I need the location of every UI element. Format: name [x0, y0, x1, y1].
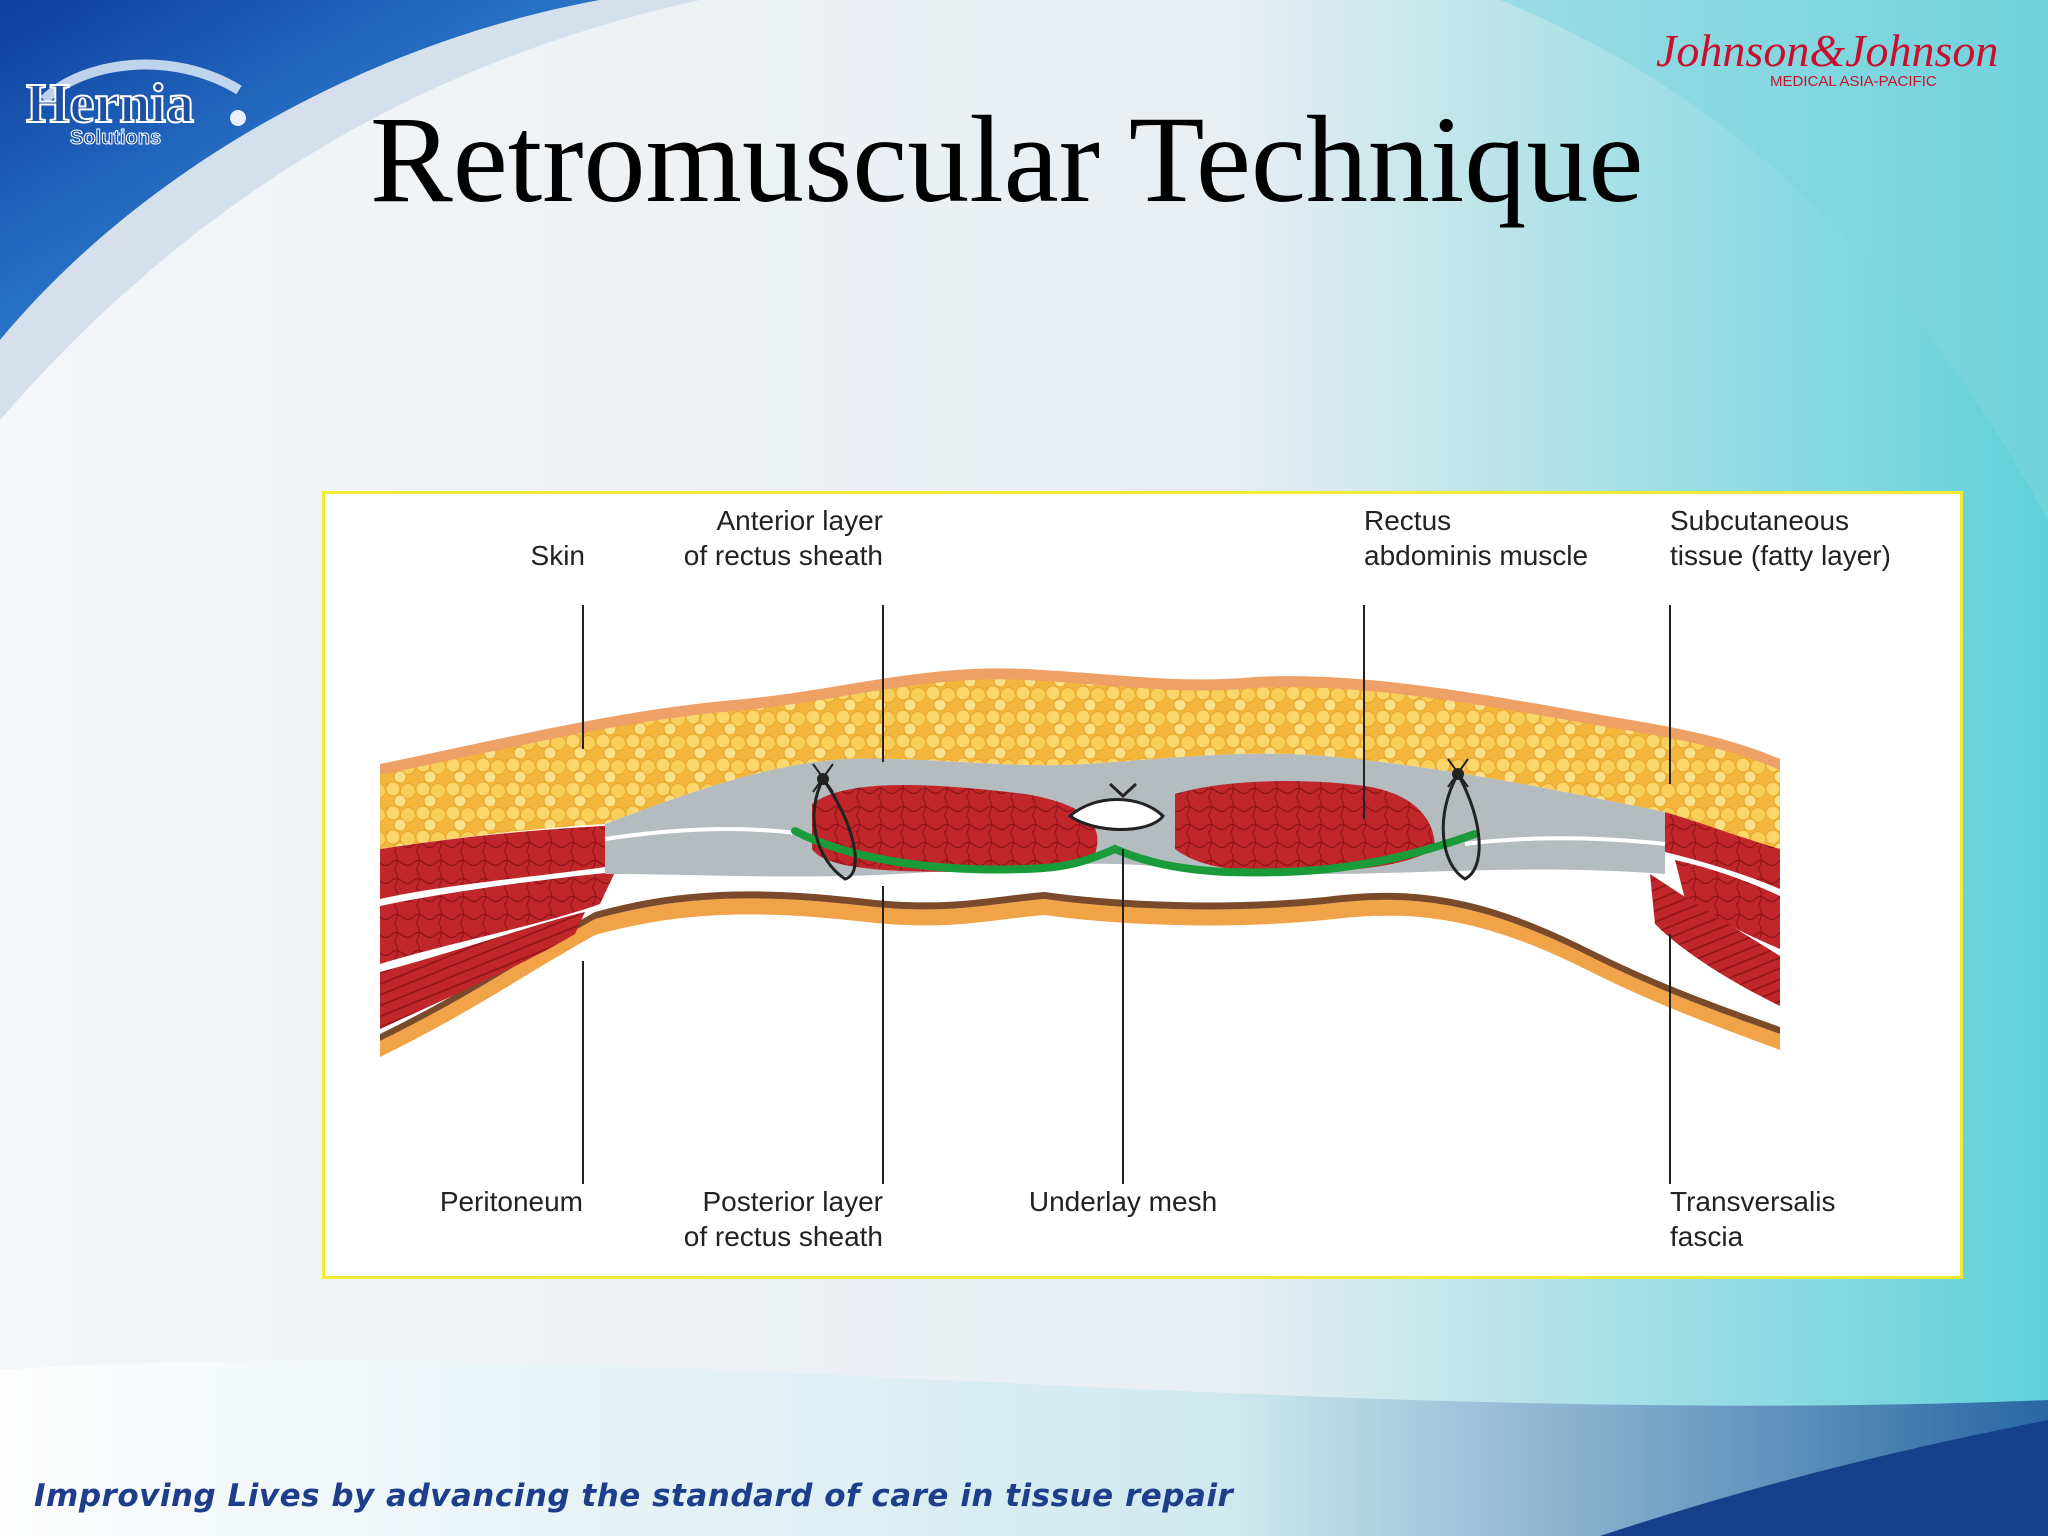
label-transversalis-fascia: Transversalis fascia: [1670, 1186, 1836, 1252]
slide-tagline: Improving Lives by advancing the standar…: [34, 1478, 1234, 1514]
johnson-and-johnson-logo: Johnson&Johnson MEDICAL ASIA-PACIFIC: [1656, 25, 1998, 90]
label-underlay-mesh: Underlay mesh: [1028, 1186, 1218, 1217]
svg-text:Johnson&Johnson: Johnson&Johnson: [1656, 25, 1998, 76]
svg-text:Solutions: Solutions: [70, 127, 161, 149]
label-posterior-layer: Posterior layer of rectus sheath: [683, 1186, 883, 1252]
label-skin: Skin: [530, 540, 585, 571]
svg-text:MEDICAL ASIA-PACIFIC: MEDICAL ASIA-PACIFIC: [1770, 73, 1937, 90]
label-subcutaneous-tissue: Subcutaneous tissue (fatty layer): [1670, 505, 1891, 571]
svg-text:Hernia: Hernia: [26, 73, 194, 135]
label-rectus-muscle: Rectus abdominis muscle: [1364, 505, 1589, 571]
label-anterior-layer: Anterior layer of rectus sheath: [683, 505, 883, 571]
hernia-solutions-logo: Hernia Solutions: [25, 59, 242, 150]
slide-title: Retromuscular Technique: [370, 91, 1644, 228]
abdominal-wall-cross-section: [380, 605, 1780, 1184]
label-peritoneum: Peritoneum: [439, 1186, 583, 1217]
anatomy-diagram: Skin Anterior layer of rectus sheath Rec…: [322, 491, 1963, 1279]
